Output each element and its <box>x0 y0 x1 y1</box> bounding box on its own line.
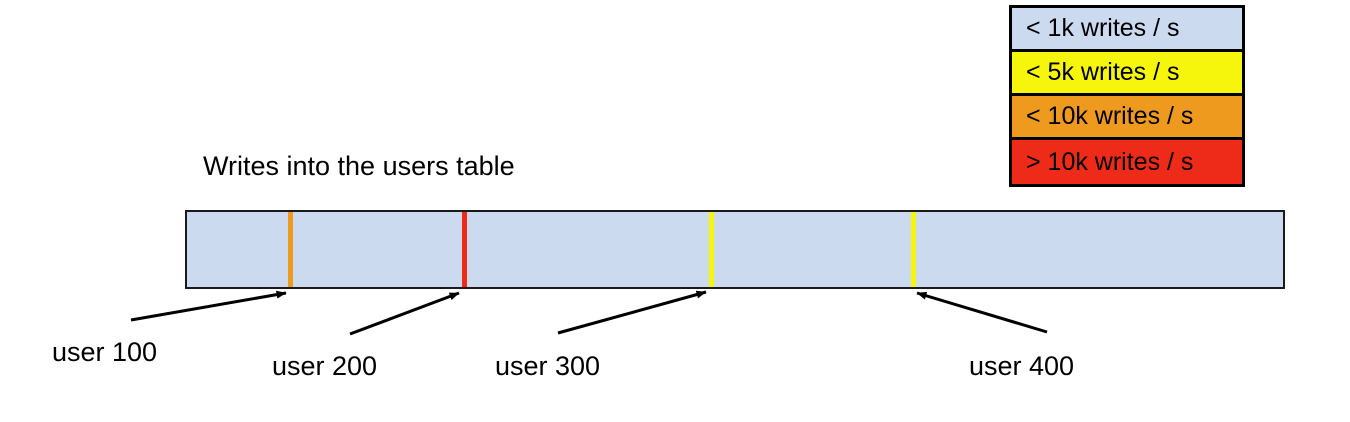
bar-divider-user-400 <box>911 212 916 287</box>
arrow-user-200 <box>349 291 460 336</box>
legend-item-under-10k: < 10k writes / s <box>1012 96 1242 140</box>
bar-divider-user-300 <box>709 212 714 287</box>
arrow-user-100 <box>130 290 287 322</box>
callout-label-user-400: user 400 <box>969 351 1075 381</box>
chart-title: Writes into the users table <box>203 151 515 181</box>
legend-item-label: < 5k writes / s <box>1026 58 1180 86</box>
legend-item-under-1k: < 1k writes / s <box>1012 8 1242 52</box>
bar-divider-user-100 <box>288 212 293 287</box>
legend-item-over-10k: > 10k writes / s <box>1012 140 1242 184</box>
arrow-user-400 <box>916 291 1048 334</box>
callout-label-user-100: user 100 <box>52 337 158 367</box>
users-table-bar <box>185 210 1285 289</box>
arrow-user-300 <box>557 290 707 335</box>
callout-label-user-200: user 200 <box>272 351 378 381</box>
legend-item-label: < 1k writes / s <box>1026 14 1180 42</box>
callout-label-user-300: user 300 <box>495 351 601 381</box>
legend-item-under-5k: < 5k writes / s <box>1012 52 1242 96</box>
legend-item-label: > 10k writes / s <box>1026 147 1194 176</box>
legend-item-label: < 10k writes / s <box>1026 102 1194 130</box>
legend: < 1k writes / s < 5k writes / s < 10k wr… <box>1009 5 1245 187</box>
bar-divider-user-200 <box>462 212 467 287</box>
